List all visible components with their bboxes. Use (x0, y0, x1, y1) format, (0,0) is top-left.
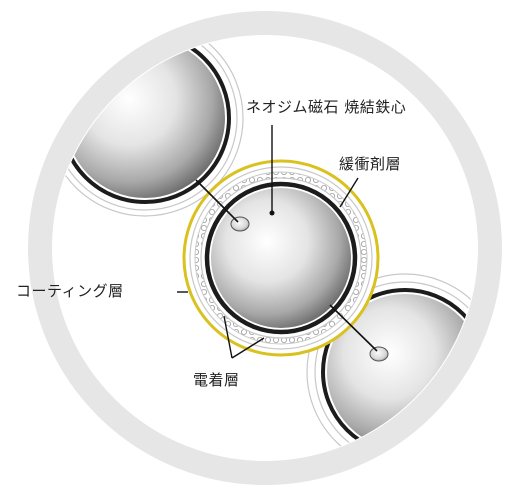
central-particle (182, 159, 380, 357)
label-coating: コーティング層 (16, 282, 124, 300)
buffer-leader-line (339, 177, 359, 208)
contact-point-lower (369, 346, 389, 362)
label-core: ネオジム磁石 焼結鉄心 (246, 98, 407, 116)
electrodeposit-leader-line-b (231, 337, 265, 359)
label-buffer: 緩衝剤層 (339, 155, 402, 173)
buffer-layer (204, 181, 358, 335)
contact-point-upper (230, 216, 250, 232)
core-sphere (211, 188, 351, 328)
electrodeposit-leader-line-a (223, 315, 233, 359)
label-electrodeposit: 電着層 (193, 371, 240, 389)
